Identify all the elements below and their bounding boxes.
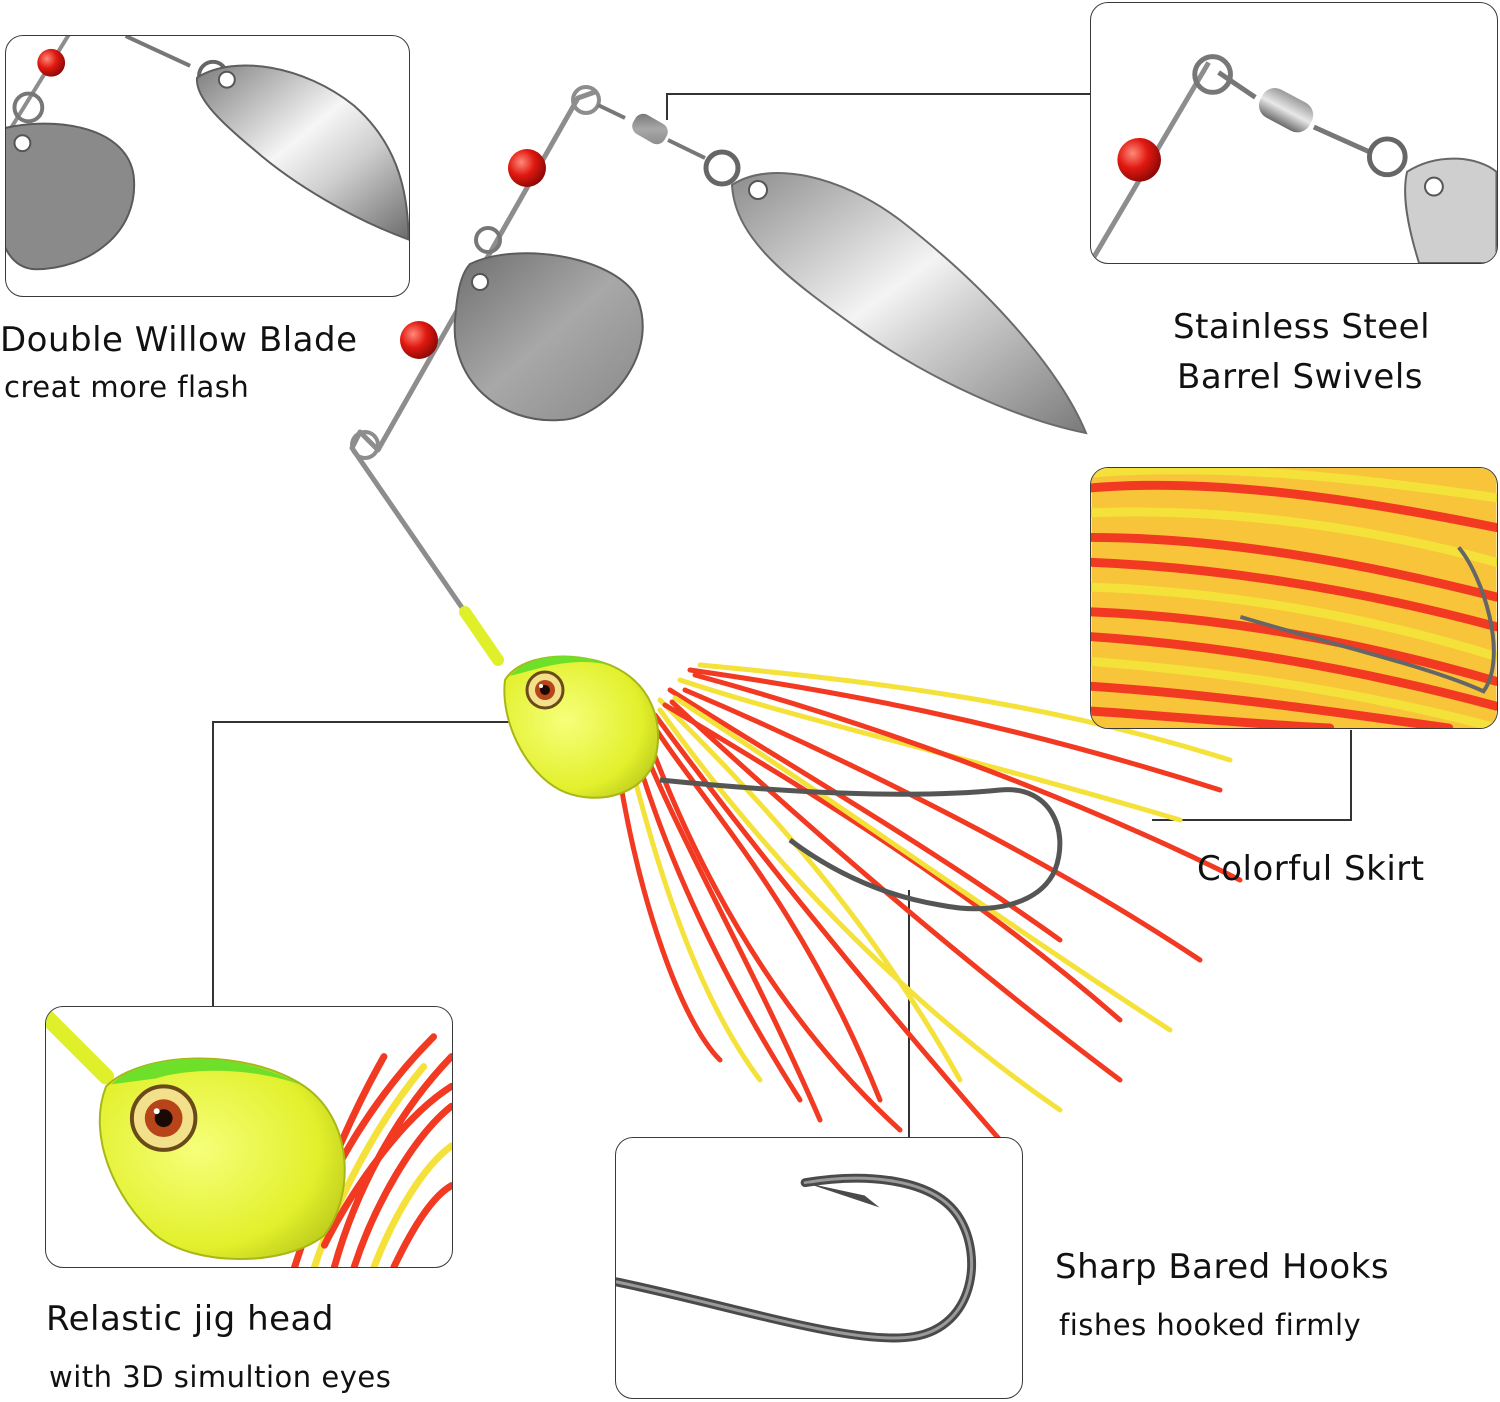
wire-top-loop: [571, 85, 601, 115]
jig-head-eye-icon: [525, 670, 565, 710]
wire-loop: [350, 430, 380, 460]
swivel-detail-panel: [1090, 2, 1498, 264]
wire-arm: [349, 89, 596, 614]
blade-subtitle: creat more flash: [4, 370, 250, 404]
skirt-title: Colorful Skirt: [1197, 849, 1425, 889]
fish-hook-icon: [659, 777, 1063, 912]
blade-detail-panel: [5, 35, 410, 297]
jig-head-icon: [503, 655, 659, 799]
jighead-leader-line: [212, 721, 540, 1012]
skirt-detail-panel: [1090, 467, 1498, 729]
skirt-leader-line: [1152, 730, 1352, 821]
red-bead-icon: [508, 149, 546, 187]
colorado-blade-icon: [453, 252, 644, 422]
hook-subtitle: fishes hooked firmly: [1059, 1308, 1362, 1342]
hook-detail-panel: [615, 1137, 1023, 1399]
jighead-title: Relastic jig head: [46, 1299, 334, 1339]
red-bead-icon: [400, 321, 438, 359]
barrel-swivel-icon: [597, 103, 741, 187]
jig-head-icon: [46, 1008, 452, 1267]
blade-title: Double Willow Blade: [0, 320, 358, 360]
fish-hook-icon: [616, 1173, 977, 1343]
willow-blade-icon: [6, 36, 409, 271]
jighead-detail-panel: [45, 1006, 453, 1268]
jighead-subtitle: with 3D simultion eyes: [49, 1360, 392, 1394]
swivel-title-line1: Stainless Steel: [1173, 307, 1431, 347]
skirt-strands: [617, 662, 1243, 1143]
swivel-leader-line: [666, 93, 1091, 120]
skirt-strands-icon: [1091, 468, 1497, 728]
swivel-title-line2: Barrel Swivels: [1177, 357, 1423, 397]
willow-blade-icon: [730, 172, 1088, 435]
hook-title: Sharp Bared Hooks: [1055, 1247, 1390, 1287]
jig-head-eye-icon: [129, 1084, 198, 1152]
barrel-swivel-icon: [1091, 54, 1497, 263]
